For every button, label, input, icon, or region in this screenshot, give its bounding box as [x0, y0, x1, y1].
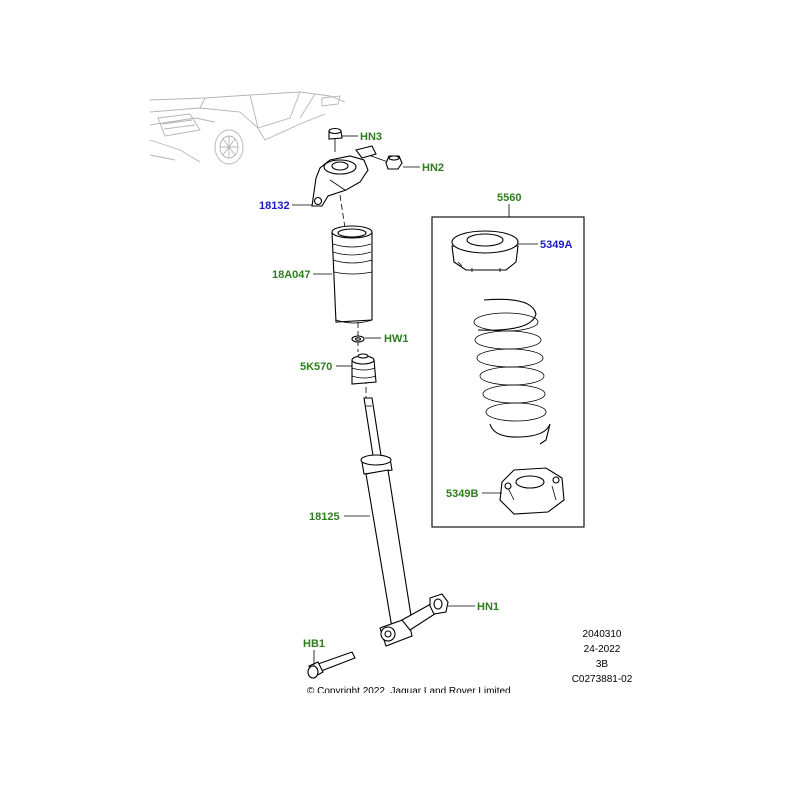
coil-spring: [473, 298, 551, 445]
ref-line-2: 24-2022: [584, 644, 621, 655]
hw1-washer: [351, 335, 365, 343]
ref-line-3: 3B: [596, 659, 609, 670]
callout-hn2: HN2: [422, 162, 444, 174]
dust-boot-18A047: [331, 225, 373, 324]
copyright-area: © Copyright 2022, Jaguar Land Rover Limi…: [300, 686, 520, 705]
callout-hw1: HW1: [384, 333, 408, 345]
shock-absorber-18125: [360, 397, 445, 647]
callout-5349b: 5349B: [446, 488, 478, 500]
callout-hn1: HN1: [477, 601, 499, 613]
upper-mount-bracket-18132: [311, 145, 377, 207]
callout-18132: 18132: [259, 200, 290, 212]
ref-line-1: 2040310: [583, 629, 622, 640]
hb1-bolt: [307, 651, 356, 679]
callout-5560: 5560: [497, 192, 521, 204]
callout-18a047: 18A047: [272, 269, 311, 281]
hn3-nut: [328, 127, 343, 152]
callout-hn3: HN3: [360, 131, 382, 143]
lower-spring-seat-5349B: [499, 467, 565, 515]
bump-stop-5K570: [351, 353, 377, 385]
callout-5k570: 5K570: [300, 361, 332, 373]
callout-18125: 18125: [309, 511, 340, 523]
callout-5349a: 5349A: [540, 239, 572, 251]
ref-line-4: C0273881-02: [572, 674, 633, 685]
hn1-nut: [429, 593, 449, 615]
callout-hb1: HB1: [303, 638, 325, 650]
copyright-text: © Copyright 2022, Jaguar Land Rover Limi…: [307, 686, 511, 697]
vehicle-locator-illustration: [149, 91, 346, 165]
upper-spring-seat-5349A: [451, 230, 519, 272]
hn2-flange-nut: [359, 151, 403, 170]
